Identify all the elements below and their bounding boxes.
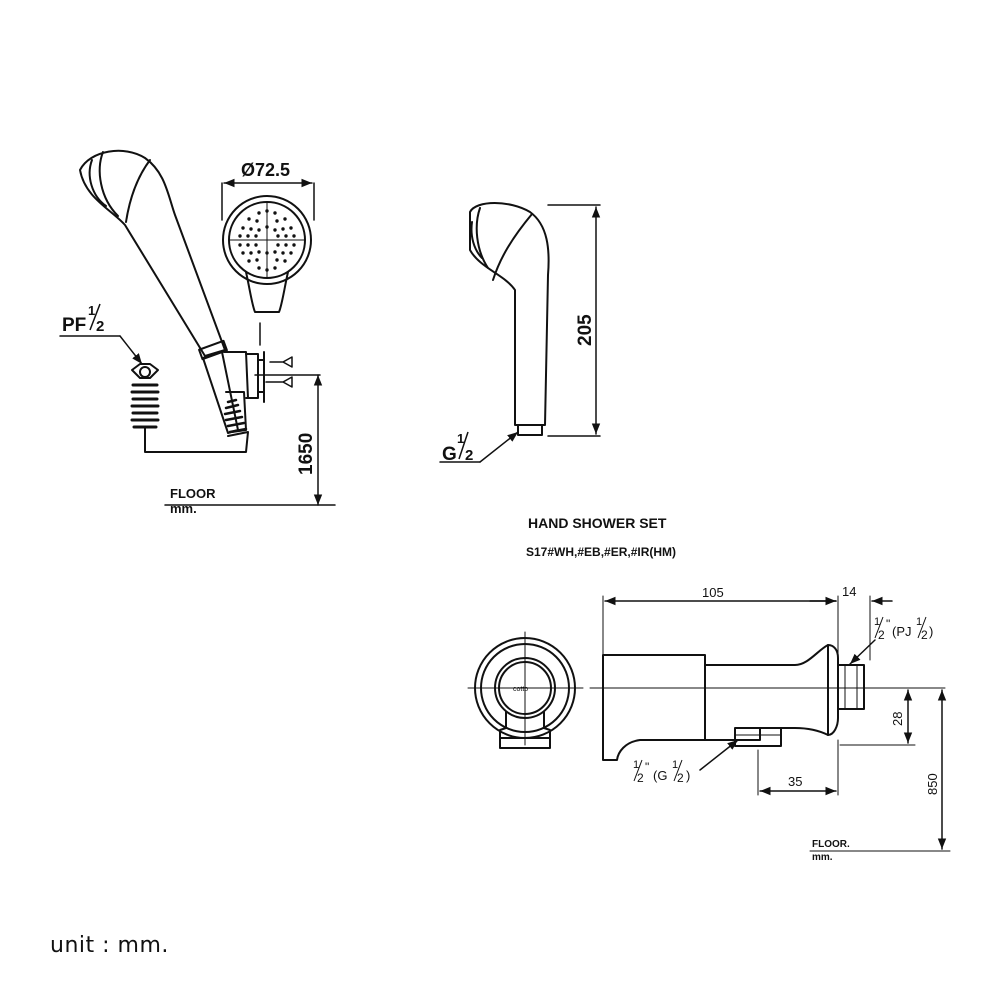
height-1650-label: 1650 bbox=[296, 433, 317, 475]
model-label: S17#WH,#EB,#ER,#IR(HM) bbox=[526, 545, 676, 559]
floor-label-1: FLOOR bbox=[170, 486, 216, 501]
pj-num-2: 1 bbox=[916, 616, 922, 628]
pj-num-1: 1 bbox=[874, 616, 880, 628]
valve-side-view bbox=[589, 595, 951, 852]
dim-28-label: 28 bbox=[890, 712, 905, 726]
pj-close: ) bbox=[929, 624, 933, 639]
mm-label-2: mm. bbox=[812, 852, 833, 863]
pf-frac-num: 1 bbox=[88, 303, 95, 318]
pj-den-2: 2 bbox=[921, 628, 928, 642]
g-frac-den: 2 bbox=[465, 447, 473, 464]
pj-inch: " bbox=[886, 617, 890, 631]
hand-shower-205-view bbox=[439, 202, 601, 463]
dim-850-label: 850 bbox=[925, 773, 940, 795]
height-205-label: 205 bbox=[575, 314, 596, 346]
unit-note: unit : mm. bbox=[50, 933, 169, 958]
dim-35-label: 35 bbox=[788, 774, 802, 789]
pf-label: PF bbox=[62, 315, 86, 336]
title-label: HAND SHOWER SET bbox=[528, 515, 667, 531]
cotto-logo: cotto bbox=[513, 686, 528, 693]
g2-inch: " bbox=[645, 760, 649, 774]
diameter-label: Ø72.5 bbox=[241, 160, 290, 180]
dim-105-label: 105 bbox=[702, 585, 724, 600]
hand-shower-side-view bbox=[59, 149, 336, 506]
floor-label-2: FLOOR. bbox=[812, 839, 850, 850]
g2-close: ) bbox=[686, 768, 690, 783]
dimension-labels: PF 1 2 Ø72.5 1650 FLOOR mm. 205 G 1 2 HA… bbox=[62, 160, 940, 863]
g2-num-1: 1 bbox=[633, 759, 639, 771]
valve-front-view bbox=[467, 631, 584, 749]
g2-label: (G bbox=[653, 768, 667, 783]
dim-14-label: 14 bbox=[842, 584, 856, 599]
g-frac-num: 1 bbox=[457, 431, 464, 446]
g2-num-2: 1 bbox=[672, 759, 678, 771]
g2-den-1: 2 bbox=[637, 771, 644, 785]
g2-den-2: 2 bbox=[677, 771, 684, 785]
g-label: G bbox=[442, 444, 457, 465]
mm-label-1: mm. bbox=[170, 501, 197, 516]
pj-label: (PJ bbox=[892, 624, 912, 639]
pj-den-1: 2 bbox=[878, 628, 885, 642]
shower-head-front-view bbox=[221, 178, 315, 313]
pf-frac-den: 2 bbox=[96, 318, 104, 335]
